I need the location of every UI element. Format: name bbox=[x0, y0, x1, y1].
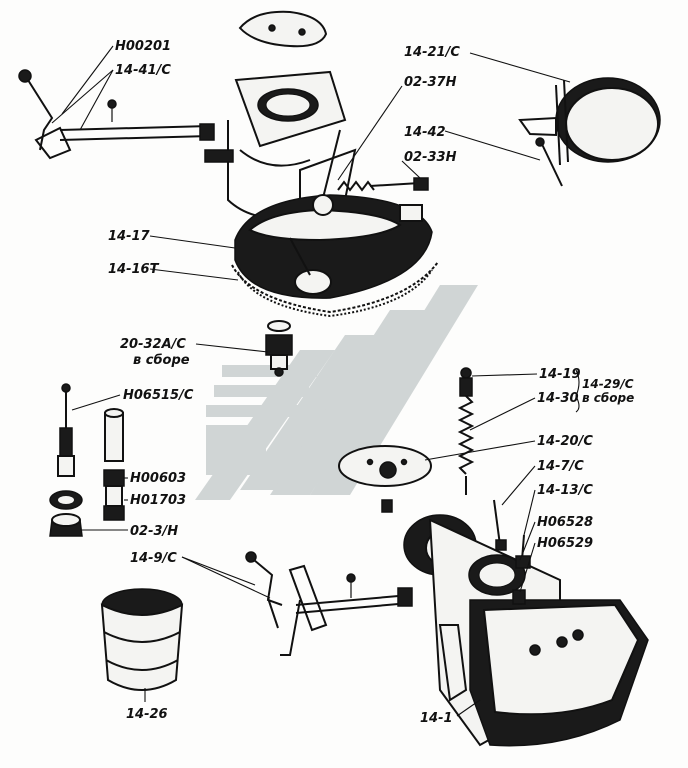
label-20-32ac: 20-32А/С bbox=[120, 337, 186, 352]
needle-valve-assembly bbox=[457, 367, 475, 495]
label-14-20c: 14-20/С bbox=[537, 434, 593, 449]
label-02-37h: 02-37Н bbox=[404, 75, 457, 90]
label-h06529: Н06529 bbox=[537, 536, 593, 551]
upper-body-air-horn bbox=[204, 70, 357, 219]
label-h01703: Н01703 bbox=[130, 493, 186, 508]
label-14-26: 14-26 bbox=[126, 707, 168, 722]
float-chamber-cover bbox=[234, 194, 433, 299]
label-v-sbore-1: в сборе bbox=[133, 353, 190, 368]
spring-and-screw bbox=[337, 177, 429, 192]
label-14-29c: 14-29/С bbox=[582, 377, 634, 391]
label-h06528: Н06528 bbox=[537, 515, 593, 530]
throttle-lever-assembly bbox=[18, 69, 215, 160]
top-gasket-plate bbox=[238, 10, 328, 48]
label-14-13c: 14-13/С bbox=[537, 483, 593, 498]
label-h00603: Н00603 bbox=[130, 471, 186, 486]
leader-lines bbox=[51, 45, 571, 717]
label-h00201: Н00201 bbox=[115, 39, 171, 54]
watermark-logo bbox=[195, 285, 478, 500]
label-14-19: 14-19 bbox=[539, 367, 581, 382]
label-02-33h: 02-33Н bbox=[404, 150, 457, 165]
label-14-9c: 14-9/С bbox=[130, 551, 177, 566]
tube-and-plug bbox=[103, 408, 125, 521]
washer-and-nut bbox=[49, 490, 83, 537]
label-14-17: 14-17 bbox=[108, 229, 151, 244]
cap-screw bbox=[535, 137, 563, 187]
main-jet-assembly bbox=[265, 320, 293, 377]
label-h06515c: Н06515/С bbox=[123, 388, 194, 403]
lever-linkage bbox=[245, 551, 413, 656]
label-14-7c: 14-7/С bbox=[537, 459, 584, 474]
air-cleaner-cap bbox=[518, 77, 661, 166]
group-bracket bbox=[575, 369, 580, 413]
label-14-1: 14-1 bbox=[420, 711, 453, 726]
label-14-16t: 14-16Т bbox=[108, 262, 160, 277]
label-v-sbore-2: в сборе bbox=[582, 391, 634, 405]
float-chamber-body bbox=[403, 514, 649, 747]
part-labels: Н00201 14-41/С 02-37Н 02-33Н 14-21/С 14-… bbox=[108, 39, 634, 726]
label-02-3h: 02-3/Н bbox=[130, 524, 178, 539]
needle-assembly bbox=[57, 383, 75, 477]
label-14-41c: 14-41/С bbox=[115, 63, 171, 78]
cover-gasket bbox=[231, 261, 439, 318]
label-14-21c: 14-21/С bbox=[404, 45, 460, 60]
filter-sleeve bbox=[100, 588, 184, 691]
small-screws bbox=[493, 499, 531, 605]
label-14-42: 14-42 bbox=[404, 125, 446, 140]
label-14-30: 14-30 bbox=[537, 391, 579, 406]
diaphragm-plate bbox=[338, 445, 432, 513]
